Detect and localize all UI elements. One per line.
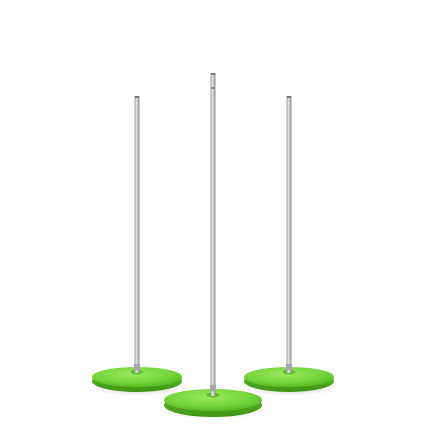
center-base — [164, 389, 262, 411]
left-base — [92, 367, 182, 387]
left-pole-clip — [134, 364, 140, 370]
right-pole-clip — [286, 364, 292, 370]
right-pole-stand — [239, 96, 339, 396]
left-pole — [134, 97, 140, 373]
center-pole-joint — [211, 87, 215, 89]
left-pole-stand — [87, 96, 187, 396]
center-pole-stand — [159, 73, 267, 419]
center-pole-clip — [210, 385, 216, 391]
right-pole-cap — [286, 96, 292, 98]
center-pole-cap — [210, 73, 216, 75]
right-pole — [286, 97, 292, 373]
right-base — [244, 367, 334, 387]
left-pole-cap — [134, 96, 140, 98]
center-pole — [210, 74, 216, 396]
